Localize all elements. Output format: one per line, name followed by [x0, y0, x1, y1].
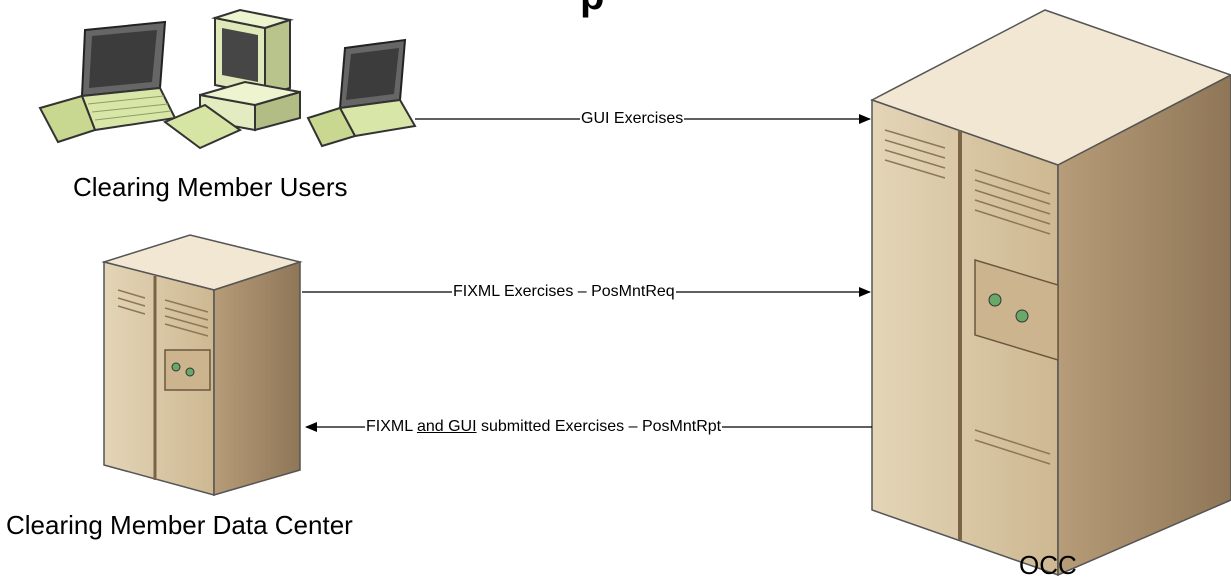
desktop-computer-icon: [163, 8, 301, 150]
report-label-underlined: and GUI: [416, 418, 477, 435]
report-label-post: submitted Exercises – PosMntRpt: [476, 418, 722, 435]
data-center-server-icon: [101, 234, 303, 496]
fixml-report-label: FIXML and GUI submitted Exercises – PosM…: [365, 418, 723, 436]
clearing-member-data-center-label: Clearing Member Data Center: [6, 510, 353, 540]
occ-server-icon: [870, 9, 1231, 577]
clearing-member-users-label: Clearing Member Users: [73, 172, 348, 202]
gui-exercises-label: GUI Exercises: [580, 110, 685, 128]
laptop-icon: [38, 20, 177, 144]
title-fragment: p: [580, 0, 604, 19]
report-label-pre: FIXML: [366, 418, 417, 435]
occ-label: OCC: [1019, 550, 1077, 580]
fixml-exercises-label: FIXML Exercises – PosMntReq: [452, 283, 676, 301]
laptop-icon: [306, 38, 417, 148]
